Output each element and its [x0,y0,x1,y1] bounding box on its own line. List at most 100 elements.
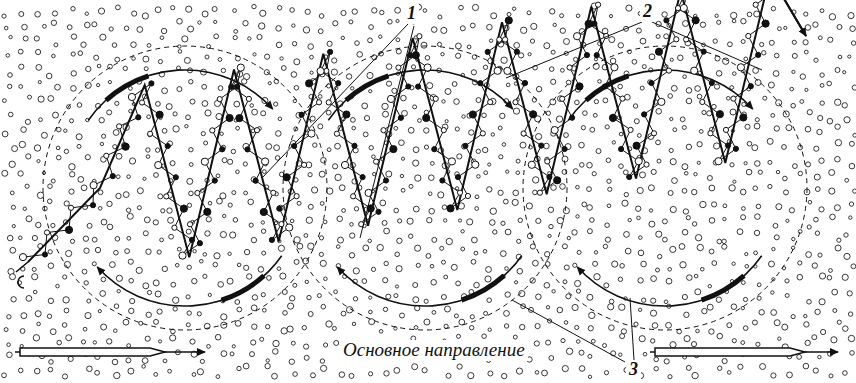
particle [143,177,146,180]
particle [818,355,821,358]
particle [394,126,398,130]
chain-bead [220,147,225,152]
particle [664,34,669,39]
particle [274,102,278,106]
particle [192,373,196,377]
particle [384,371,389,376]
particle [153,280,159,286]
particle [564,133,569,138]
particle [754,230,759,235]
particle [755,80,761,86]
particle [218,282,224,288]
particle [792,40,796,44]
particle [3,99,7,103]
particle [7,343,11,347]
particle [272,373,278,379]
particle [576,14,580,18]
particle [101,219,107,225]
particle [384,228,390,234]
particle [773,223,778,228]
particle [827,275,832,280]
particle [488,371,493,376]
particle [242,79,247,84]
particle [204,141,208,145]
particle [129,158,135,164]
particle [92,237,97,242]
particle [684,172,688,176]
particle [294,237,300,243]
particle [247,274,252,279]
particle [612,141,615,144]
particle [110,262,116,268]
particle [530,39,534,43]
particle [457,364,462,369]
particle [41,132,47,138]
chain-bead [619,147,624,152]
particle [637,216,641,220]
particle [605,125,609,129]
particle [851,41,855,45]
particle [759,310,764,315]
chain-bead [235,84,240,89]
polymer-chain [16,0,806,288]
particle [603,344,607,348]
particle [581,126,585,130]
particle [717,239,722,244]
chain-bead [424,64,431,71]
particle [10,274,16,280]
particle [351,87,354,90]
particle [127,344,131,348]
particle [587,229,592,234]
particle [792,70,795,73]
particle [18,171,23,176]
particle [162,266,167,271]
particle [124,26,129,31]
particle [756,342,760,346]
particle [266,359,269,362]
particle [276,42,282,48]
particle [189,191,194,196]
particle [623,170,628,175]
particle [189,148,193,152]
particle [396,19,399,22]
particle [116,5,121,10]
particle [444,275,448,279]
particle [546,340,551,345]
particle [333,164,338,169]
particle [380,10,384,14]
particle [682,126,686,130]
particle [415,175,421,181]
particle [692,189,697,194]
particle [154,173,159,178]
particle [214,253,220,259]
particle [34,145,40,151]
chain-bead [465,193,470,198]
particle [551,185,557,191]
particle [763,96,767,100]
particle [551,50,555,54]
particle [712,202,717,207]
particle [713,39,717,43]
particle [306,217,312,223]
chain-bead [708,131,713,136]
chain-bead [155,162,162,169]
chain-bead [212,178,217,183]
particle [477,175,481,179]
particle [561,68,565,72]
particle [35,12,41,18]
particle [129,109,133,113]
particle [81,42,86,47]
particle [373,172,376,175]
particle [609,15,612,18]
chain-bead [269,237,274,242]
particle [755,161,761,167]
particle [848,13,854,19]
particle [85,155,90,160]
particle [372,155,376,159]
chain-bead [122,143,129,150]
particle [81,340,85,344]
particle [683,21,689,27]
particle [312,187,318,193]
particle [84,248,89,253]
